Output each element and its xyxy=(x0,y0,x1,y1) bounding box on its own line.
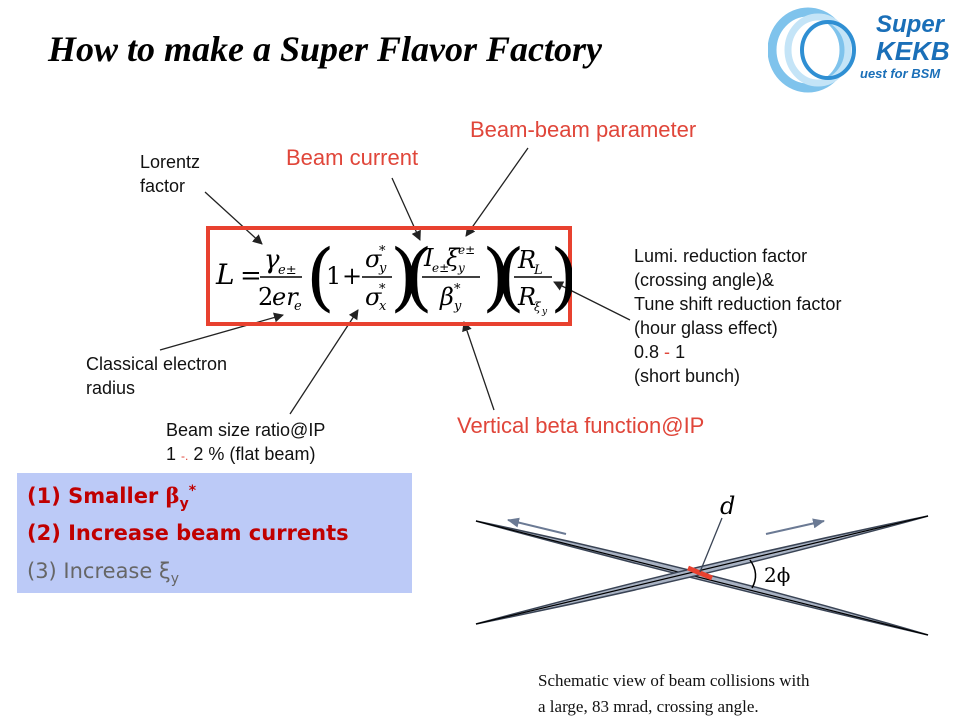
beam-direction-arrow-left xyxy=(507,517,567,535)
arrow-vertical-beta xyxy=(462,321,495,411)
d-pointer-line xyxy=(699,517,723,573)
svg-text:): ) xyxy=(482,234,511,320)
logo-text-kekb: KEKB xyxy=(876,36,950,66)
svg-text:e±: e± xyxy=(432,261,449,275)
svg-text:y: y xyxy=(541,307,548,317)
arrow-beam-beam xyxy=(465,147,529,237)
svg-text:L: L xyxy=(533,263,543,278)
angle-arc xyxy=(749,559,757,589)
svg-text:e±: e± xyxy=(458,243,475,257)
logo-text-super: Super xyxy=(876,11,946,38)
d-label: d xyxy=(720,492,735,520)
arrow-lumi xyxy=(553,281,631,321)
beam-crossing-diagram: d 2ϕ xyxy=(475,492,929,636)
svg-text:σ: σ xyxy=(365,283,382,311)
step-3: (3) Increase ξy xyxy=(27,559,179,588)
improvement-steps-box: (1) Smaller βy* (2) Increase beam curren… xyxy=(17,473,412,593)
step-2: (2) Increase beam currents xyxy=(27,521,349,545)
svg-text:e±: e± xyxy=(278,263,297,278)
beam-size-ratio-label: Beam size ratio@IP 1 -. 2 % (flat beam) xyxy=(166,420,326,464)
svg-text:R: R xyxy=(517,246,536,274)
svg-text:ξ: ξ xyxy=(534,300,542,314)
vertical-beta-label: Vertical beta function@IP xyxy=(457,413,705,438)
luminosity-equation-box xyxy=(206,226,572,326)
logo-text-quest: uest for BSM xyxy=(860,66,941,81)
svg-text:): ) xyxy=(390,234,419,320)
figure-caption: Schematic view of beam collisions with a… xyxy=(538,671,810,716)
svg-text:I: I xyxy=(423,244,434,272)
svg-text:L: L xyxy=(215,258,235,291)
svg-text:): ) xyxy=(550,234,572,320)
interaction-region-marker xyxy=(687,565,713,581)
beam-beam-label: Beam-beam parameter xyxy=(470,117,697,142)
svg-text:y: y xyxy=(378,261,387,276)
svg-text:σ: σ xyxy=(365,245,382,273)
svg-text:y: y xyxy=(453,299,462,314)
beam-direction-arrow-right xyxy=(765,518,825,535)
svg-text:y: y xyxy=(457,261,465,275)
svg-text:+: + xyxy=(342,262,362,290)
lumi-reduction-label: Lumi. reduction factor (crossing angle)&… xyxy=(634,246,842,386)
svg-text:er: er xyxy=(272,283,299,311)
step-1: (1) Smaller βy* xyxy=(27,483,197,513)
luminosity-equation: L = γ e± 2 er e ( 1 + σ * y σ * x ) ( I … xyxy=(215,234,572,320)
svg-text:(: ( xyxy=(306,234,335,320)
svg-text:2: 2 xyxy=(258,283,273,311)
arrow-lorentz xyxy=(204,191,263,245)
svg-text:ξ: ξ xyxy=(446,244,461,272)
superkekb-logo: Super KEKB uest for BSM xyxy=(768,7,950,93)
svg-text:*: * xyxy=(454,282,461,297)
svg-text:β: β xyxy=(439,283,454,311)
svg-text:*: * xyxy=(379,244,386,259)
svg-text:=: = xyxy=(240,261,262,291)
beam-axis-1 xyxy=(475,520,929,636)
svg-text:1: 1 xyxy=(326,262,341,290)
svg-text:x: x xyxy=(379,299,387,314)
svg-text:e: e xyxy=(294,299,302,314)
svg-text:γ: γ xyxy=(264,245,280,275)
arrow-classical xyxy=(159,312,284,351)
beam-axis-2 xyxy=(475,515,929,625)
svg-text:*: * xyxy=(379,282,386,297)
svg-text:R: R xyxy=(517,283,536,311)
arrow-size-ratio xyxy=(289,309,359,415)
angle-label: 2ϕ xyxy=(764,563,790,587)
beam-current-label: Beam current xyxy=(286,145,419,170)
page-title: How to make a Super Flavor Factory xyxy=(48,29,603,69)
